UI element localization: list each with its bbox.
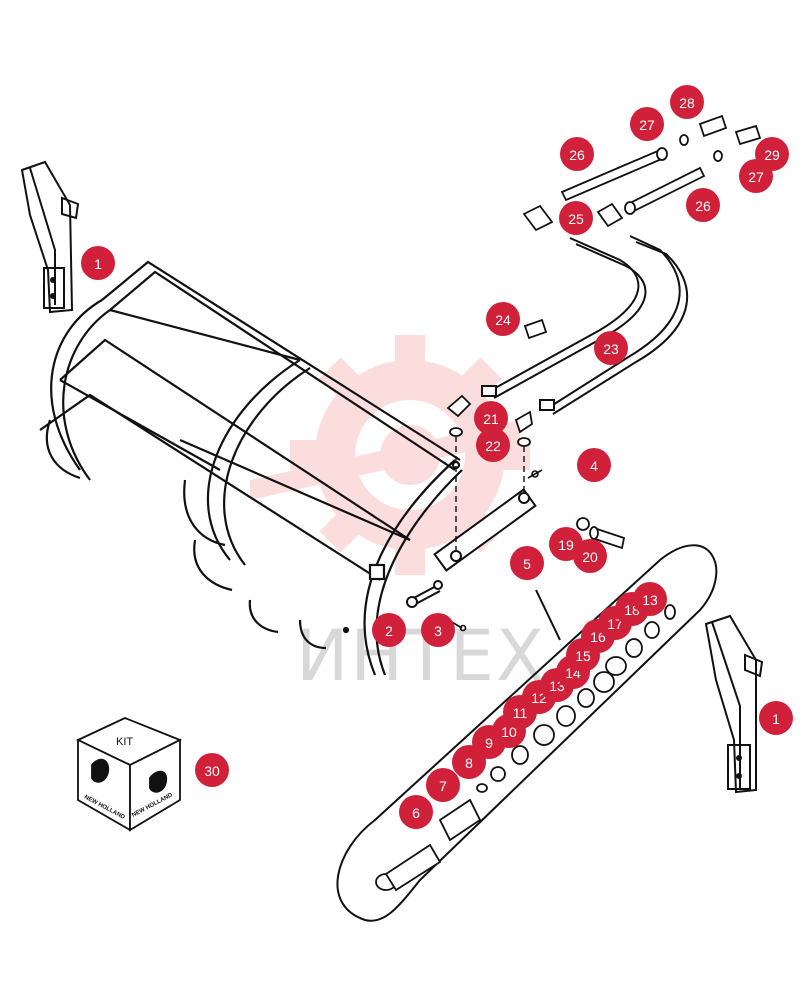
callout-circle — [486, 302, 520, 336]
callout-circle — [633, 582, 667, 616]
callout-c13b: 13 — [633, 582, 667, 616]
callout-c30: 30 — [195, 753, 229, 787]
new-holland-logo-icon — [91, 758, 168, 793]
callout-number: 24 — [495, 312, 511, 328]
callout-c28: 28 — [670, 85, 704, 119]
callout-number: 15 — [575, 648, 591, 664]
callout-number: 7 — [439, 778, 447, 794]
callout-circle — [195, 753, 229, 787]
callout-number: 8 — [465, 755, 473, 771]
callout-number: 27 — [639, 117, 655, 133]
callout-c5: 5 — [510, 546, 544, 580]
callout-c3: 3 — [421, 613, 455, 647]
kit-box — [75, 717, 183, 832]
pin-20 — [576, 517, 626, 550]
callout-circle — [476, 428, 510, 462]
callout-number: 26 — [695, 198, 711, 214]
kit-label: KIT — [116, 736, 133, 748]
callout-circle — [559, 201, 593, 235]
callout-c1a: 1 — [81, 246, 115, 280]
cylinder-components — [375, 604, 676, 892]
callout-number: 1 — [94, 256, 102, 272]
callout-circle — [81, 246, 115, 280]
callout-number: 9 — [485, 735, 493, 751]
callout-circle — [630, 107, 664, 141]
assembly-lines — [455, 436, 525, 550]
callout-c21: 21 — [474, 401, 508, 435]
callout-c26a: 26 — [560, 137, 594, 171]
callout-c26b: 26 — [686, 188, 720, 222]
callout-c24: 24 — [486, 302, 520, 336]
callout-circle — [510, 546, 544, 580]
watermark-text: ИНТЕХ — [296, 615, 546, 697]
callout-number: 3 — [434, 623, 442, 639]
callout-circle — [686, 188, 720, 222]
callout-number: 11 — [513, 705, 528, 721]
callout-number: 21 — [483, 411, 499, 427]
hydraulic-cylinder — [406, 488, 537, 608]
callout-c2: 2 — [372, 613, 406, 647]
callout-circle — [577, 448, 611, 482]
couplings — [522, 114, 762, 232]
callout-number: 28 — [679, 95, 695, 111]
callout-c4: 4 — [577, 448, 611, 482]
callout-circle — [474, 401, 508, 435]
callout-number: 29 — [764, 147, 780, 163]
callout-number: 4 — [590, 458, 598, 474]
callout-number: 30 — [204, 763, 220, 779]
callout-circle — [670, 85, 704, 119]
callout-circle — [421, 613, 455, 647]
bolt-4 — [527, 469, 543, 479]
grapple-frame — [39, 260, 463, 676]
callout-number: 26 — [569, 147, 585, 163]
callout-number: 27 — [748, 169, 764, 185]
callout-circle — [573, 539, 607, 573]
callout-number: 6 — [412, 805, 420, 821]
callout-circle — [426, 768, 460, 802]
callout-c27a: 27 — [630, 107, 664, 141]
callout-c29: 29 — [755, 137, 789, 171]
callout-number: 13 — [642, 592, 658, 608]
detail-oval — [336, 544, 718, 922]
callout-circle — [372, 613, 406, 647]
callout-c23: 23 — [594, 331, 628, 365]
callout-number: 20 — [582, 549, 598, 565]
callout-circle — [755, 137, 789, 171]
callout-number: 19 — [558, 537, 574, 553]
clamp-24 — [523, 318, 548, 340]
fittings-21-22 — [446, 394, 533, 447]
hoses-23 — [481, 235, 689, 415]
callout-c7: 7 — [426, 768, 460, 802]
callout-number: 2 — [385, 623, 393, 639]
callout-circle — [594, 331, 628, 365]
callout-circle — [399, 795, 433, 829]
callout-number: 10 — [501, 724, 517, 740]
callout-c22: 22 — [476, 428, 510, 462]
callout-c1b: 1 — [759, 701, 793, 735]
bracket-right — [704, 614, 764, 794]
callout-c25: 25 — [559, 201, 593, 235]
callout-circle — [560, 137, 594, 171]
callout-number: 25 — [568, 211, 584, 227]
callout-c6: 6 — [399, 795, 433, 829]
callout-c20: 20 — [573, 539, 607, 573]
callout-number: 23 — [603, 341, 619, 357]
callout-circle — [759, 701, 793, 735]
callout-number: 22 — [485, 438, 501, 454]
callout-number: 1 — [772, 711, 780, 727]
bracket-left — [20, 160, 80, 314]
callout-number: 5 — [523, 556, 531, 572]
